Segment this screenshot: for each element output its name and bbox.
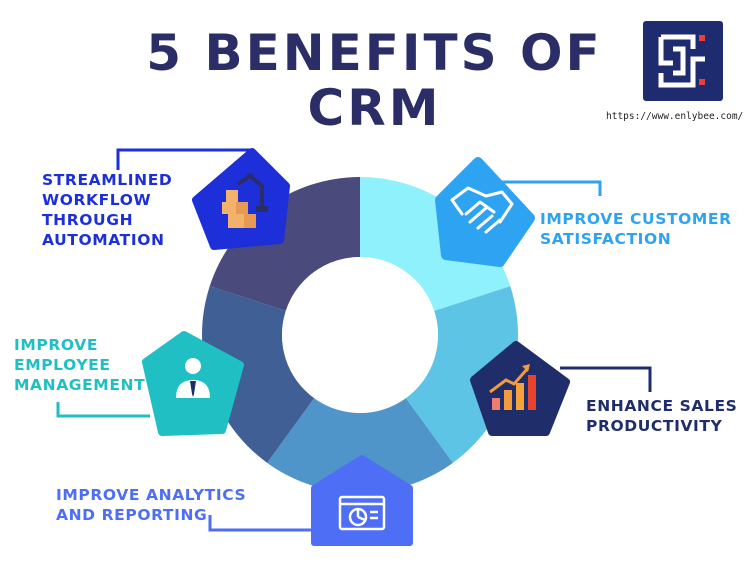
growth-chart-icon [489,364,536,410]
segment-automation [209,177,360,311]
badge-analytics-reporting [311,455,413,546]
enlybee-logo[interactable] [643,21,723,101]
benefit-label-sales-productivity: ENHANCE SALES PRODUCTIVITY [586,397,738,435]
connector-employee-management [56,402,150,418]
benefit-label-customer-satisfaction: IMPROVE CUSTOMER SATISFACTION [540,210,732,248]
page-title-line-1: 5 BENEFITS OF [146,24,603,82]
connector-automation [116,148,252,170]
badge-sales-productivity [470,341,570,436]
segment-customer-satisfaction [360,177,511,311]
benefit-label-employee-management: IMPROVE EMPLOYEE MANAGEMENT [14,336,146,394]
handshake-icon [450,186,514,234]
donut-center [282,257,438,413]
badge-employee-management [142,331,244,436]
page-title-line-2: CRM [307,79,442,137]
robot-arm-icon [222,173,268,228]
badge-automation [192,148,290,250]
connector-customer-satisfaction [478,180,602,196]
segment-analytics-reporting [267,398,453,493]
report-chart-icon [338,495,386,531]
connector-analytics-reporting [208,515,318,532]
benefit-label-analytics-reporting: IMPROVE ANALYTICS AND REPORTING [56,486,247,524]
connector-sales-productivity [560,366,652,392]
website-url[interactable]: https://www.enlybee.com/ [606,111,744,122]
employee-icon [176,358,210,398]
segment-employee-management [202,286,315,463]
benefit-label-automation: STREAMLINED WORKFLOW THROUGH AUTOMATION [42,171,173,249]
badge-customer-satisfaction [435,157,535,267]
logo-mark-icon [658,34,705,88]
